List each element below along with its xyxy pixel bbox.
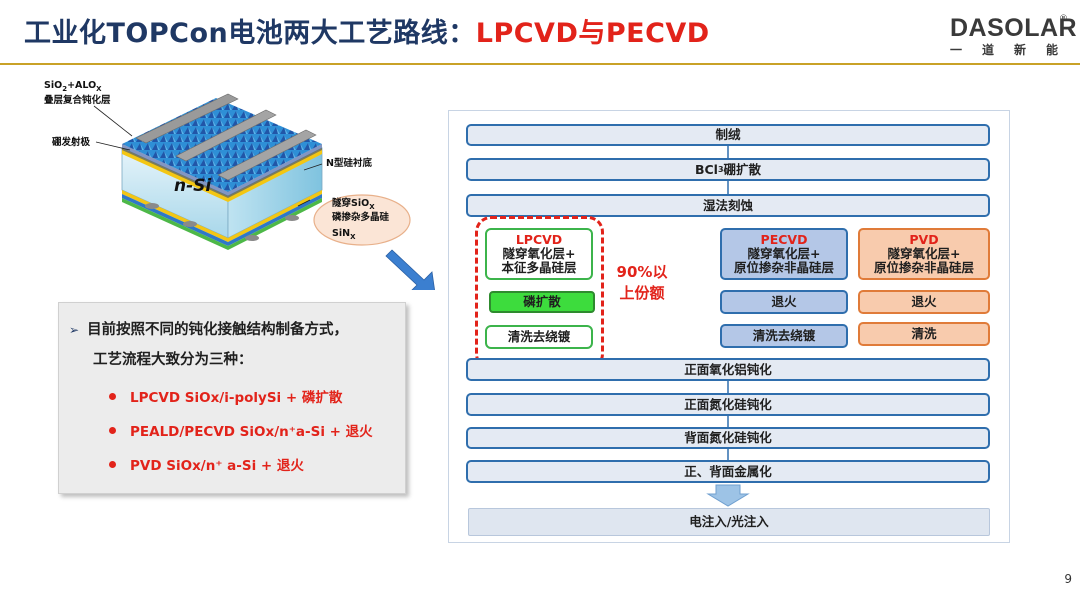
step-front-alox: 正面氧化铝钝化: [466, 358, 990, 381]
page-number: 9: [1064, 572, 1072, 586]
n-si-body-label: n-Si: [174, 176, 212, 196]
bullet-dot-icon: [109, 426, 116, 434]
method-list: LPCVD SiOx/i-polySi + 磷扩散 PEALD/PECVD Si…: [109, 381, 373, 483]
lpcvd-line-1: 隧穿氧化层+: [502, 246, 576, 261]
pvd-anneal: 退火: [858, 290, 990, 314]
header-divider: [0, 63, 1080, 65]
bullet-dot-icon: [109, 460, 116, 468]
sinx-label: SiNX: [332, 228, 356, 241]
process-summary-box: ➢ 目前按照不同的钝化接触结构制备方式， 工艺流程大致分为三种： LPCVD Si…: [58, 302, 406, 494]
n-type-substrate-label: N型硅衬底: [326, 158, 372, 169]
arrow-bullet-icon: ➢: [69, 323, 80, 337]
tunnel-oxide-label: 隧穿SiOX: [332, 198, 375, 211]
pecvd-title: PECVD: [760, 232, 808, 247]
pvd-line-2: 原位掺杂非晶硅层: [873, 260, 974, 275]
list-item: PEALD/PECVD SiOx/n⁺a-Si + 退火: [109, 415, 373, 449]
intro-line-2: 工艺流程大致分为三种：: [93, 352, 253, 368]
list-item: LPCVD SiOx/i-polySi + 磷扩散: [109, 381, 373, 415]
logo-chinese-name: 一 道 新 能: [950, 41, 1058, 58]
step-wet-etching: 湿法刻蚀: [466, 194, 990, 217]
logo-char: 能: [1045, 43, 1058, 57]
passivation-stack-label: SiO2+ALOX 叠层复合钝化层: [44, 80, 111, 106]
method-pecvd: PEALD/PECVD SiOx/n⁺a-Si + 退火: [130, 424, 373, 440]
pvd-deposition-box: PVD 隧穿氧化层+ 原位掺杂非晶硅层: [858, 228, 990, 280]
logo-registered-mark: ®: [1059, 14, 1068, 24]
logo-wordmark: DASOLAR: [950, 14, 1078, 42]
logo-char: 一: [950, 43, 963, 57]
pecvd-anneal: 退火: [720, 290, 848, 314]
lpcvd-phosphorus-diffusion: 磷扩散: [489, 291, 595, 313]
step-metallization: 正、背面金属化: [466, 460, 990, 483]
title-main: 工业化TOPCon电池两大工艺路线：: [24, 18, 476, 49]
method-pvd: PVD SiOx/n⁺ a-Si + 退火: [130, 458, 304, 474]
lpcvd-market-share-label: 90%以 上份额: [616, 263, 668, 302]
lpcvd-title: LPCVD: [515, 232, 563, 247]
company-logo: DASOLAR ® 一 道 新 能: [950, 14, 1078, 58]
pecvd-line-1: 隧穿氧化层+: [747, 246, 821, 261]
pvd-title: PVD: [909, 232, 939, 247]
step-rear-sinx: 背面氮化硅钝化: [466, 427, 990, 449]
method-lpcvd: LPCVD SiOx/i-polySi + 磷扩散: [130, 390, 343, 406]
pecvd-deposition-box: PECVD 隧穿氧化层+ 原位掺杂非晶硅层: [720, 228, 848, 280]
summary-intro: ➢ 目前按照不同的钝化接触结构制备方式， 工艺流程大致分为三种：: [69, 315, 399, 375]
title-accent: LPCVD与PECVD: [475, 18, 710, 49]
boron-emitter-label: 硼发射极: [52, 137, 91, 148]
pecvd-clean-wraparound: 清洗去绕镀: [720, 324, 848, 348]
step-front-sinx: 正面氮化硅钝化: [466, 393, 990, 416]
logo-char: 新: [1013, 43, 1026, 57]
down-arrow-icon: [706, 484, 750, 507]
logo-char: 道: [981, 43, 994, 57]
pecvd-line-2: 原位掺杂非晶硅层: [733, 260, 834, 275]
step-current-light-injection: 电注入/光注入: [468, 508, 990, 536]
cell-cross-section-drawing: [93, 93, 437, 301]
list-item: PVD SiOx/n⁺ a-Si + 退火: [109, 449, 373, 483]
phosphorus-poly-label: 磷掺杂多晶硅: [332, 212, 390, 223]
topcon-cell-illustration: SiO2+ALOX 叠层复合钝化层 硼发射极 N型硅衬底 n-Si 隧穿SiOX…: [40, 78, 460, 301]
lpcvd-line-2: 本征多晶硅层: [501, 260, 577, 275]
intro-line-1: 目前按照不同的钝化接触结构制备方式，: [87, 322, 349, 338]
page-title: 工业化TOPCon电池两大工艺路线：LPCVD与PECVD: [24, 14, 710, 54]
lpcvd-deposition-box: LPCVD 隧穿氧化层+ 本征多晶硅层: [485, 228, 593, 280]
lpcvd-clean-wraparound: 清洗去绕镀: [485, 325, 593, 349]
bullet-dot-icon: [109, 392, 116, 400]
step-texturing: 制绒: [466, 124, 990, 146]
pvd-line-1: 隧穿氧化层+: [887, 246, 961, 261]
pvd-clean: 清洗: [858, 322, 990, 346]
